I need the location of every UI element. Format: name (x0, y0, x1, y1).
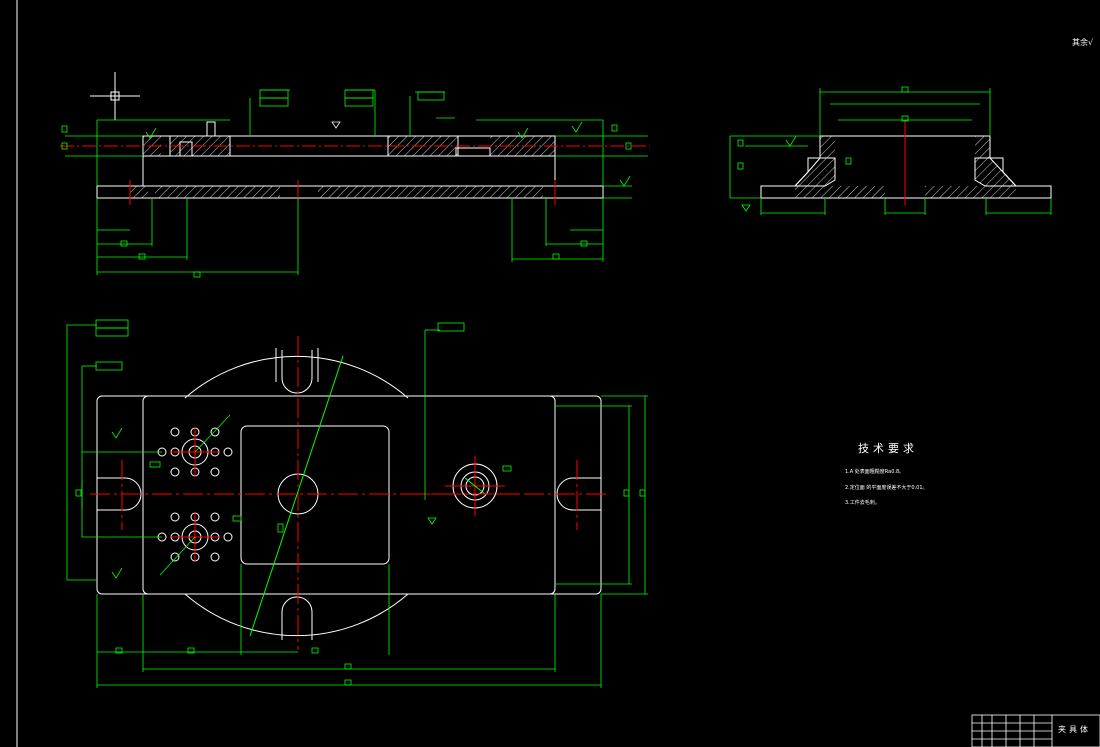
plan-view (66, 319, 648, 688)
tech-requirements-title: 技术要求 (858, 442, 918, 455)
side-view (729, 86, 1052, 215)
crosshair-cursor-icon (90, 72, 140, 120)
left-hole-pattern-upper (157, 427, 233, 477)
tech-requirement-line: 1.A 处表面粗糙度Ra0.8。 (845, 469, 905, 475)
title-block (971, 714, 1100, 747)
tech-requirement-line: 3.工件去毛刺。 (845, 500, 880, 506)
drawing-name: 夹具体 (1058, 725, 1091, 734)
plan-center-pocket (240, 425, 390, 565)
tech-requirement-line: 2.定位面 的平面度误差不大于0.01。 (845, 485, 928, 491)
front-view (60, 89, 650, 278)
right-locating-boss (445, 456, 505, 516)
roughness-note: 其余√ (1072, 38, 1094, 47)
